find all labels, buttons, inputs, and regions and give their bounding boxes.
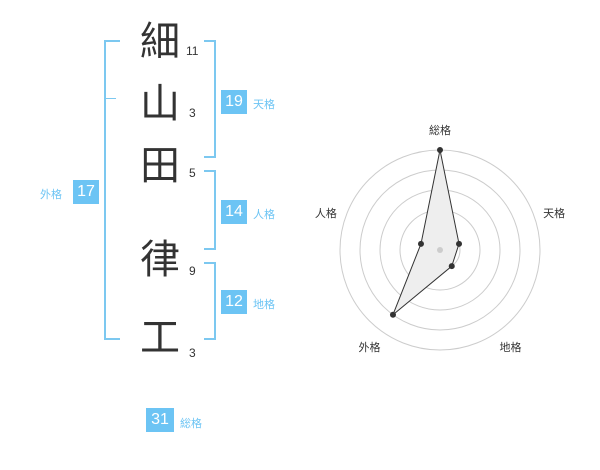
name-char-3: 田 xyxy=(140,143,180,189)
name-char-4: 律 xyxy=(140,237,180,283)
stroke-count-1: 11 xyxy=(186,44,199,58)
stroke-count-2: 3 xyxy=(189,106,196,120)
chikaku-bracket xyxy=(204,262,216,340)
radar-axis-label-2: 天格 xyxy=(543,206,565,220)
radar-axis-label-3: 地格 xyxy=(500,340,522,354)
tenkaku-value: 19 xyxy=(221,90,247,114)
soukaku-value: 31 xyxy=(146,408,174,432)
chikaku-value: 12 xyxy=(221,290,247,314)
radar-point-2 xyxy=(456,240,463,247)
soukaku-label: 総格 xyxy=(180,417,202,430)
tenkaku-bracket xyxy=(204,40,216,158)
jinkaku-label: 人格 xyxy=(253,208,275,221)
radar-axis-label-1: 総格 xyxy=(429,123,451,137)
tenkaku-label: 天格 xyxy=(253,98,275,111)
stroke-count-3: 5 xyxy=(189,166,196,180)
radar-axis-label-4: 外格 xyxy=(358,340,380,354)
radar-point-5 xyxy=(417,240,424,247)
jinkaku-value: 14 xyxy=(221,200,247,224)
gaikaku-value: 17 xyxy=(73,180,99,204)
name-char-1: 細 xyxy=(140,19,180,65)
name-char-5: 工 xyxy=(140,315,180,361)
chikaku-label: 地格 xyxy=(253,298,275,311)
stroke-count-5: 3 xyxy=(189,346,196,360)
gaikaku-bracket-tick-top xyxy=(104,98,116,99)
radar-point-3 xyxy=(448,263,455,270)
name-char-2: 山 xyxy=(140,81,180,127)
radar-point-4 xyxy=(389,311,396,318)
gaikaku-bracket xyxy=(104,40,120,340)
jinkaku-bracket xyxy=(204,170,216,250)
radar-area xyxy=(392,149,460,316)
radar-center-dot xyxy=(437,247,443,253)
radar-point-1 xyxy=(437,147,443,153)
radar-axis-label-5: 人格 xyxy=(315,206,337,220)
stroke-count-4: 9 xyxy=(189,264,196,278)
gaikaku-label: 外格 xyxy=(40,188,62,201)
